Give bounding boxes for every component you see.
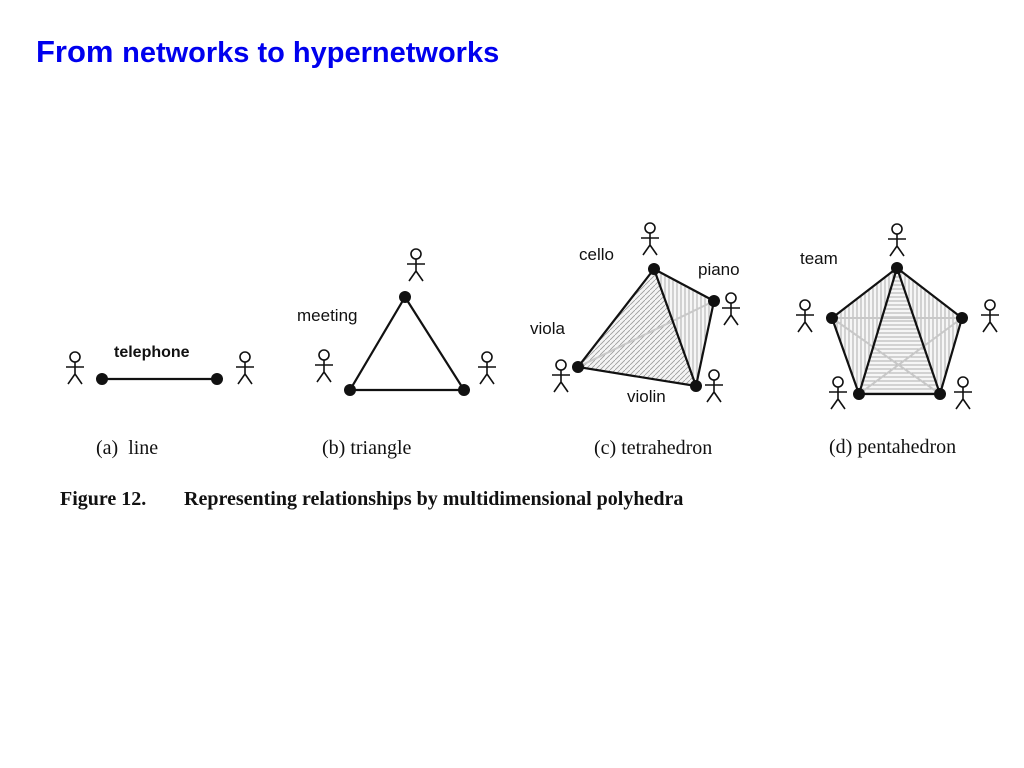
node — [826, 312, 838, 324]
person-icon — [980, 299, 1000, 333]
figure-caption-text: Representing relationships by multidimen… — [184, 488, 683, 510]
label-meeting: meeting — [297, 306, 357, 325]
person-icon — [551, 359, 571, 393]
subcaption-line: (a) line — [96, 437, 158, 459]
subcaption-tetrahedron: (c) tetrahedron — [594, 437, 712, 459]
label-piano: piano — [698, 260, 740, 279]
person-icon — [65, 351, 85, 385]
title-lead: From — [36, 34, 114, 69]
panel-tetrahedron: cello piano viola violin (c) tetrahedron — [530, 222, 741, 459]
subcaption-triangle: (b) triangle — [322, 437, 412, 459]
panel-pentahedron: team (d) pentahedron — [795, 223, 1000, 458]
penta-face-right — [897, 268, 962, 394]
person-icon — [721, 292, 741, 326]
person-icon — [887, 223, 907, 257]
person-icon — [406, 248, 426, 282]
node — [458, 384, 470, 396]
node — [211, 373, 223, 385]
node — [708, 295, 720, 307]
node — [399, 291, 411, 303]
penta-edges — [830, 266, 964, 396]
person-icon — [477, 351, 497, 385]
tetra-face-left — [578, 269, 696, 386]
node — [891, 262, 903, 274]
label-violin: violin — [627, 387, 666, 406]
person-icon — [953, 376, 973, 410]
subcaption-pentahedron: (d) pentahedron — [829, 436, 956, 458]
node — [934, 388, 946, 400]
person-icon — [828, 376, 848, 410]
node — [344, 384, 356, 396]
label-telephone: telephone — [114, 344, 190, 361]
person-icon — [704, 369, 724, 403]
node — [96, 373, 108, 385]
person-icon — [235, 351, 255, 385]
person-icon — [314, 349, 334, 383]
title-rest: networks to hypernetworks — [122, 37, 500, 69]
figure-caption-label: Figure 12. — [60, 488, 146, 510]
hidden-edge — [831, 317, 941, 395]
person-icon — [640, 222, 660, 256]
penta-face-center — [859, 268, 940, 394]
label-viola: viola — [530, 319, 566, 338]
node — [648, 263, 660, 275]
slide-title: From networks to hypernetworks — [36, 36, 499, 68]
person-icon — [795, 299, 815, 333]
hidden-edge — [858, 317, 963, 395]
panel-triangle: meeting (b) triangle — [297, 248, 497, 459]
node — [853, 388, 865, 400]
node — [572, 361, 584, 373]
label-team: team — [800, 249, 838, 268]
label-cello: cello — [579, 245, 614, 264]
hidden-edge — [577, 300, 715, 368]
tetra-face-right — [654, 269, 714, 386]
panel-line: telephone (a) line — [65, 344, 255, 459]
meeting-face — [348, 294, 467, 392]
node — [690, 380, 702, 392]
node — [956, 312, 968, 324]
